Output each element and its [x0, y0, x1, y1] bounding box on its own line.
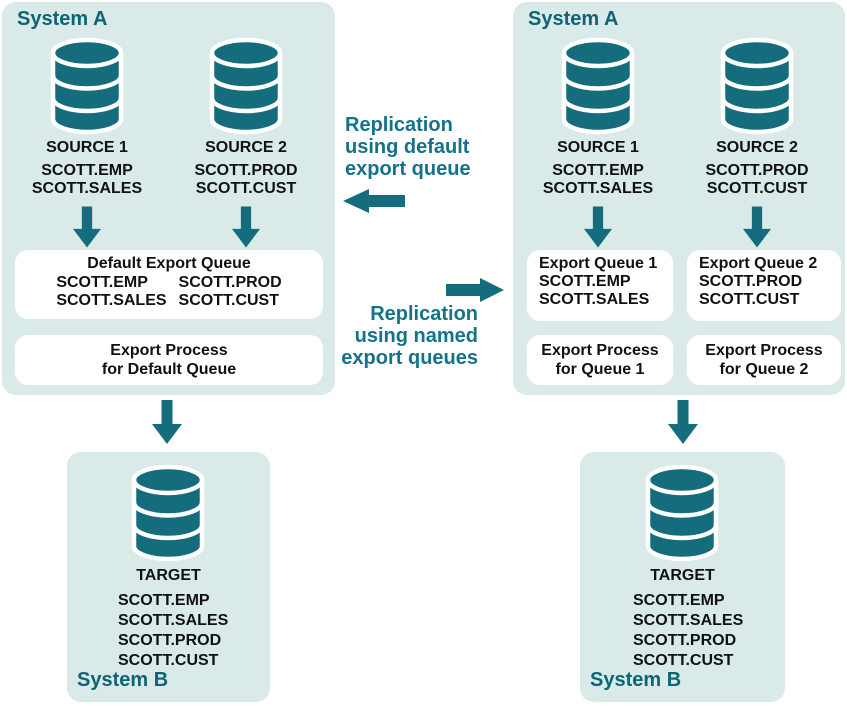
left-arrow-icon — [343, 189, 405, 213]
process-line: for Queue 1 — [555, 361, 645, 378]
down-arrow-icon — [152, 400, 182, 444]
process-line: for Default Queue — [101, 361, 237, 378]
database-icon — [561, 37, 635, 135]
table-name: SCOTT.EMP — [56, 274, 148, 291]
caption-line: export queues — [341, 347, 478, 369]
table-name: SCOTT.CUST — [706, 180, 808, 197]
export-queue-2-box: Export Queue 2 SCOTT.PROD SCOTT.CUST — [687, 250, 841, 321]
table-name: SCOTT.CUST — [699, 291, 800, 308]
process-line: Export Process — [110, 342, 228, 359]
table-name: SCOTT.CUST — [195, 180, 297, 197]
panel-system-b-named: TARGET SCOTT.EMP SCOTT.SALES SCOTT.PROD … — [580, 452, 785, 702]
source2-tables: SCOTT.PROD SCOTT.CUST — [682, 162, 832, 198]
source2-label: SOURCE 2 — [716, 139, 798, 156]
export-queue-1-box: Export Queue 1 SCOTT.EMP SCOTT.SALES — [527, 250, 673, 321]
database-icon — [720, 37, 794, 135]
table-name: SCOTT.CUST — [178, 292, 279, 309]
caption-default-queue: Replication using default export queue — [345, 114, 471, 180]
target-label: TARGET — [650, 567, 715, 584]
table-name: SCOTT.PROD — [705, 162, 809, 179]
table-name: SCOTT.EMP — [41, 162, 133, 179]
export-process-1-box: Export Process for Queue 1 — [527, 335, 673, 385]
table-name: SCOTT.PROD — [118, 632, 222, 649]
right-arrow-icon — [446, 278, 504, 302]
table-name: SCOTT.SALES — [542, 180, 654, 197]
database-icon — [131, 464, 205, 562]
caption-named-queues: Replication using named export queues — [341, 303, 478, 369]
default-export-queue-box: Default Export Queue SCOTT.EMP SCOTT.SAL… — [15, 250, 323, 319]
queue-box-title: Default Export Queue — [87, 255, 251, 272]
source2-tables: SCOTT.PROD SCOTT.CUST — [171, 162, 321, 198]
table-name: SCOTT.SALES — [633, 612, 744, 629]
caption-line: Replication — [370, 303, 478, 325]
source1-tables: SCOTT.EMP SCOTT.SALES — [523, 162, 673, 198]
export-process-box: Export Process for Default Queue — [15, 335, 323, 385]
database-icon — [50, 37, 124, 135]
table-name: SCOTT.CUST — [633, 652, 734, 669]
down-arrow-icon — [73, 206, 101, 248]
system-a-label: System A — [17, 8, 108, 30]
database-icon — [209, 37, 283, 135]
process-line: Export Process — [705, 342, 823, 359]
panel-system-a-default: System A SOURCE 1 SOURCE 2 SCOTT.EMP SCO… — [2, 2, 335, 395]
caption-line: Replication — [345, 114, 453, 136]
source1-label: SOURCE 1 — [46, 139, 128, 156]
target-tables: SCOTT.EMP SCOTT.SALES SCOTT.PROD SCOTT.C… — [118, 591, 228, 671]
target-label: TARGET — [136, 567, 201, 584]
table-name: SCOTT.EMP — [552, 162, 644, 179]
database-icon — [645, 464, 719, 562]
table-name: SCOTT.PROD — [178, 274, 282, 291]
queue-column: SCOTT.EMP SCOTT.SALES — [56, 274, 166, 310]
panel-system-b-default: TARGET SCOTT.EMP SCOTT.SALES SCOTT.PROD … — [67, 452, 270, 702]
down-arrow-icon — [668, 400, 698, 444]
export-process-2-box: Export Process for Queue 2 — [687, 335, 841, 385]
table-name: SCOTT.SALES — [56, 292, 167, 309]
table-name: SCOTT.EMP — [633, 592, 725, 609]
table-name: SCOTT.SALES — [31, 180, 143, 197]
table-name: SCOTT.EMP — [118, 592, 210, 609]
table-name: SCOTT.SALES — [539, 291, 650, 308]
table-name: SCOTT.PROD — [699, 273, 803, 290]
queue-box-title: Export Queue 1 — [539, 255, 658, 272]
down-arrow-icon — [584, 206, 612, 248]
caption-line: using named — [354, 325, 478, 347]
source2-label: SOURCE 2 — [205, 139, 287, 156]
down-arrow-icon — [743, 206, 771, 248]
process-line: for Queue 2 — [719, 361, 809, 378]
source1-label: SOURCE 1 — [557, 139, 639, 156]
panel-system-a-named: System A SOURCE 1 SOURCE 2 SCOTT.EMP SCO… — [513, 2, 845, 395]
system-b-label: System B — [77, 669, 169, 691]
queue-box-title: Export Queue 2 — [699, 255, 818, 272]
table-name: SCOTT.CUST — [118, 652, 219, 669]
table-name: SCOTT.EMP — [539, 273, 631, 290]
caption-line: export queue — [345, 158, 471, 180]
queue-column: SCOTT.PROD SCOTT.CUST — [179, 274, 282, 310]
down-arrow-icon — [232, 206, 260, 248]
caption-line: using default — [345, 136, 470, 158]
table-name: SCOTT.SALES — [118, 612, 229, 629]
table-name: SCOTT.PROD — [633, 632, 737, 649]
source1-tables: SCOTT.EMP SCOTT.SALES — [12, 162, 162, 198]
queue-box-tables: SCOTT.EMP SCOTT.SALES SCOTT.PROD SCOTT.C… — [15, 274, 323, 310]
system-b-label: System B — [590, 669, 682, 691]
process-line: Export Process — [541, 342, 659, 359]
target-tables: SCOTT.EMP SCOTT.SALES SCOTT.PROD SCOTT.C… — [633, 591, 743, 671]
table-name: SCOTT.PROD — [194, 162, 298, 179]
system-a-label: System A — [528, 8, 619, 30]
